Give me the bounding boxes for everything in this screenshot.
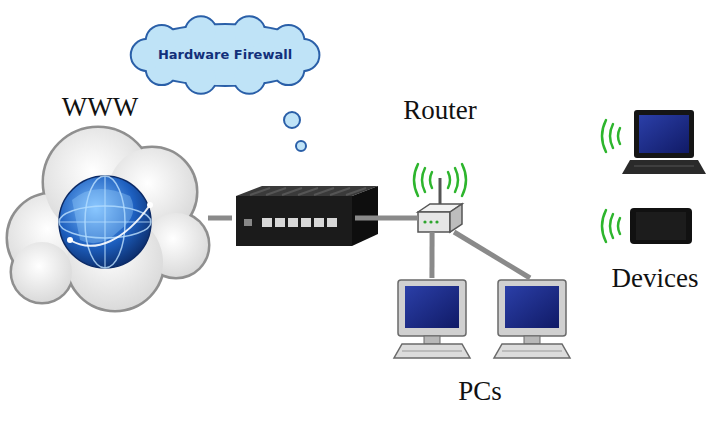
bubble-outline bbox=[132, 17, 319, 93]
bubble-fill bbox=[132, 17, 319, 93]
network-cable bbox=[355, 215, 418, 220]
pc-icon bbox=[494, 280, 570, 358]
network-cable bbox=[208, 216, 232, 221]
cloud-label: WWW bbox=[62, 92, 138, 123]
cloud-outline bbox=[8, 128, 208, 310]
cooling-fins bbox=[250, 188, 366, 195]
router-box: Router bbox=[418, 205, 462, 232]
status-leds bbox=[423, 220, 438, 223]
tablet-icon bbox=[602, 208, 692, 244]
cloud-fill bbox=[8, 128, 208, 310]
pc-group: PCs bbox=[390, 278, 570, 428]
wifi-signal bbox=[602, 120, 620, 152]
router-label: Router bbox=[403, 95, 477, 126]
laptop-icon bbox=[602, 110, 706, 174]
wifi-signal bbox=[602, 210, 620, 242]
globe-icon bbox=[59, 176, 153, 268]
pc-group-label: PCs bbox=[458, 376, 502, 407]
device-group-label: Devices bbox=[612, 263, 699, 294]
device-group: Devices bbox=[595, 100, 715, 300]
firewall-box: Hardware Firewall bbox=[232, 188, 355, 248]
router-device bbox=[414, 164, 466, 232]
wifi-signal bbox=[414, 164, 466, 196]
pc-icon bbox=[394, 280, 470, 358]
network-cable bbox=[454, 232, 530, 278]
thought-dots bbox=[284, 112, 306, 151]
internet-cloud: WWW bbox=[2, 88, 208, 313]
thought-bubble-label: Hardware Firewall bbox=[158, 48, 292, 63]
network-cable bbox=[429, 232, 434, 278]
power-port bbox=[244, 219, 252, 226]
internet-cloud bbox=[8, 128, 208, 310]
ethernet-ports bbox=[262, 218, 337, 227]
